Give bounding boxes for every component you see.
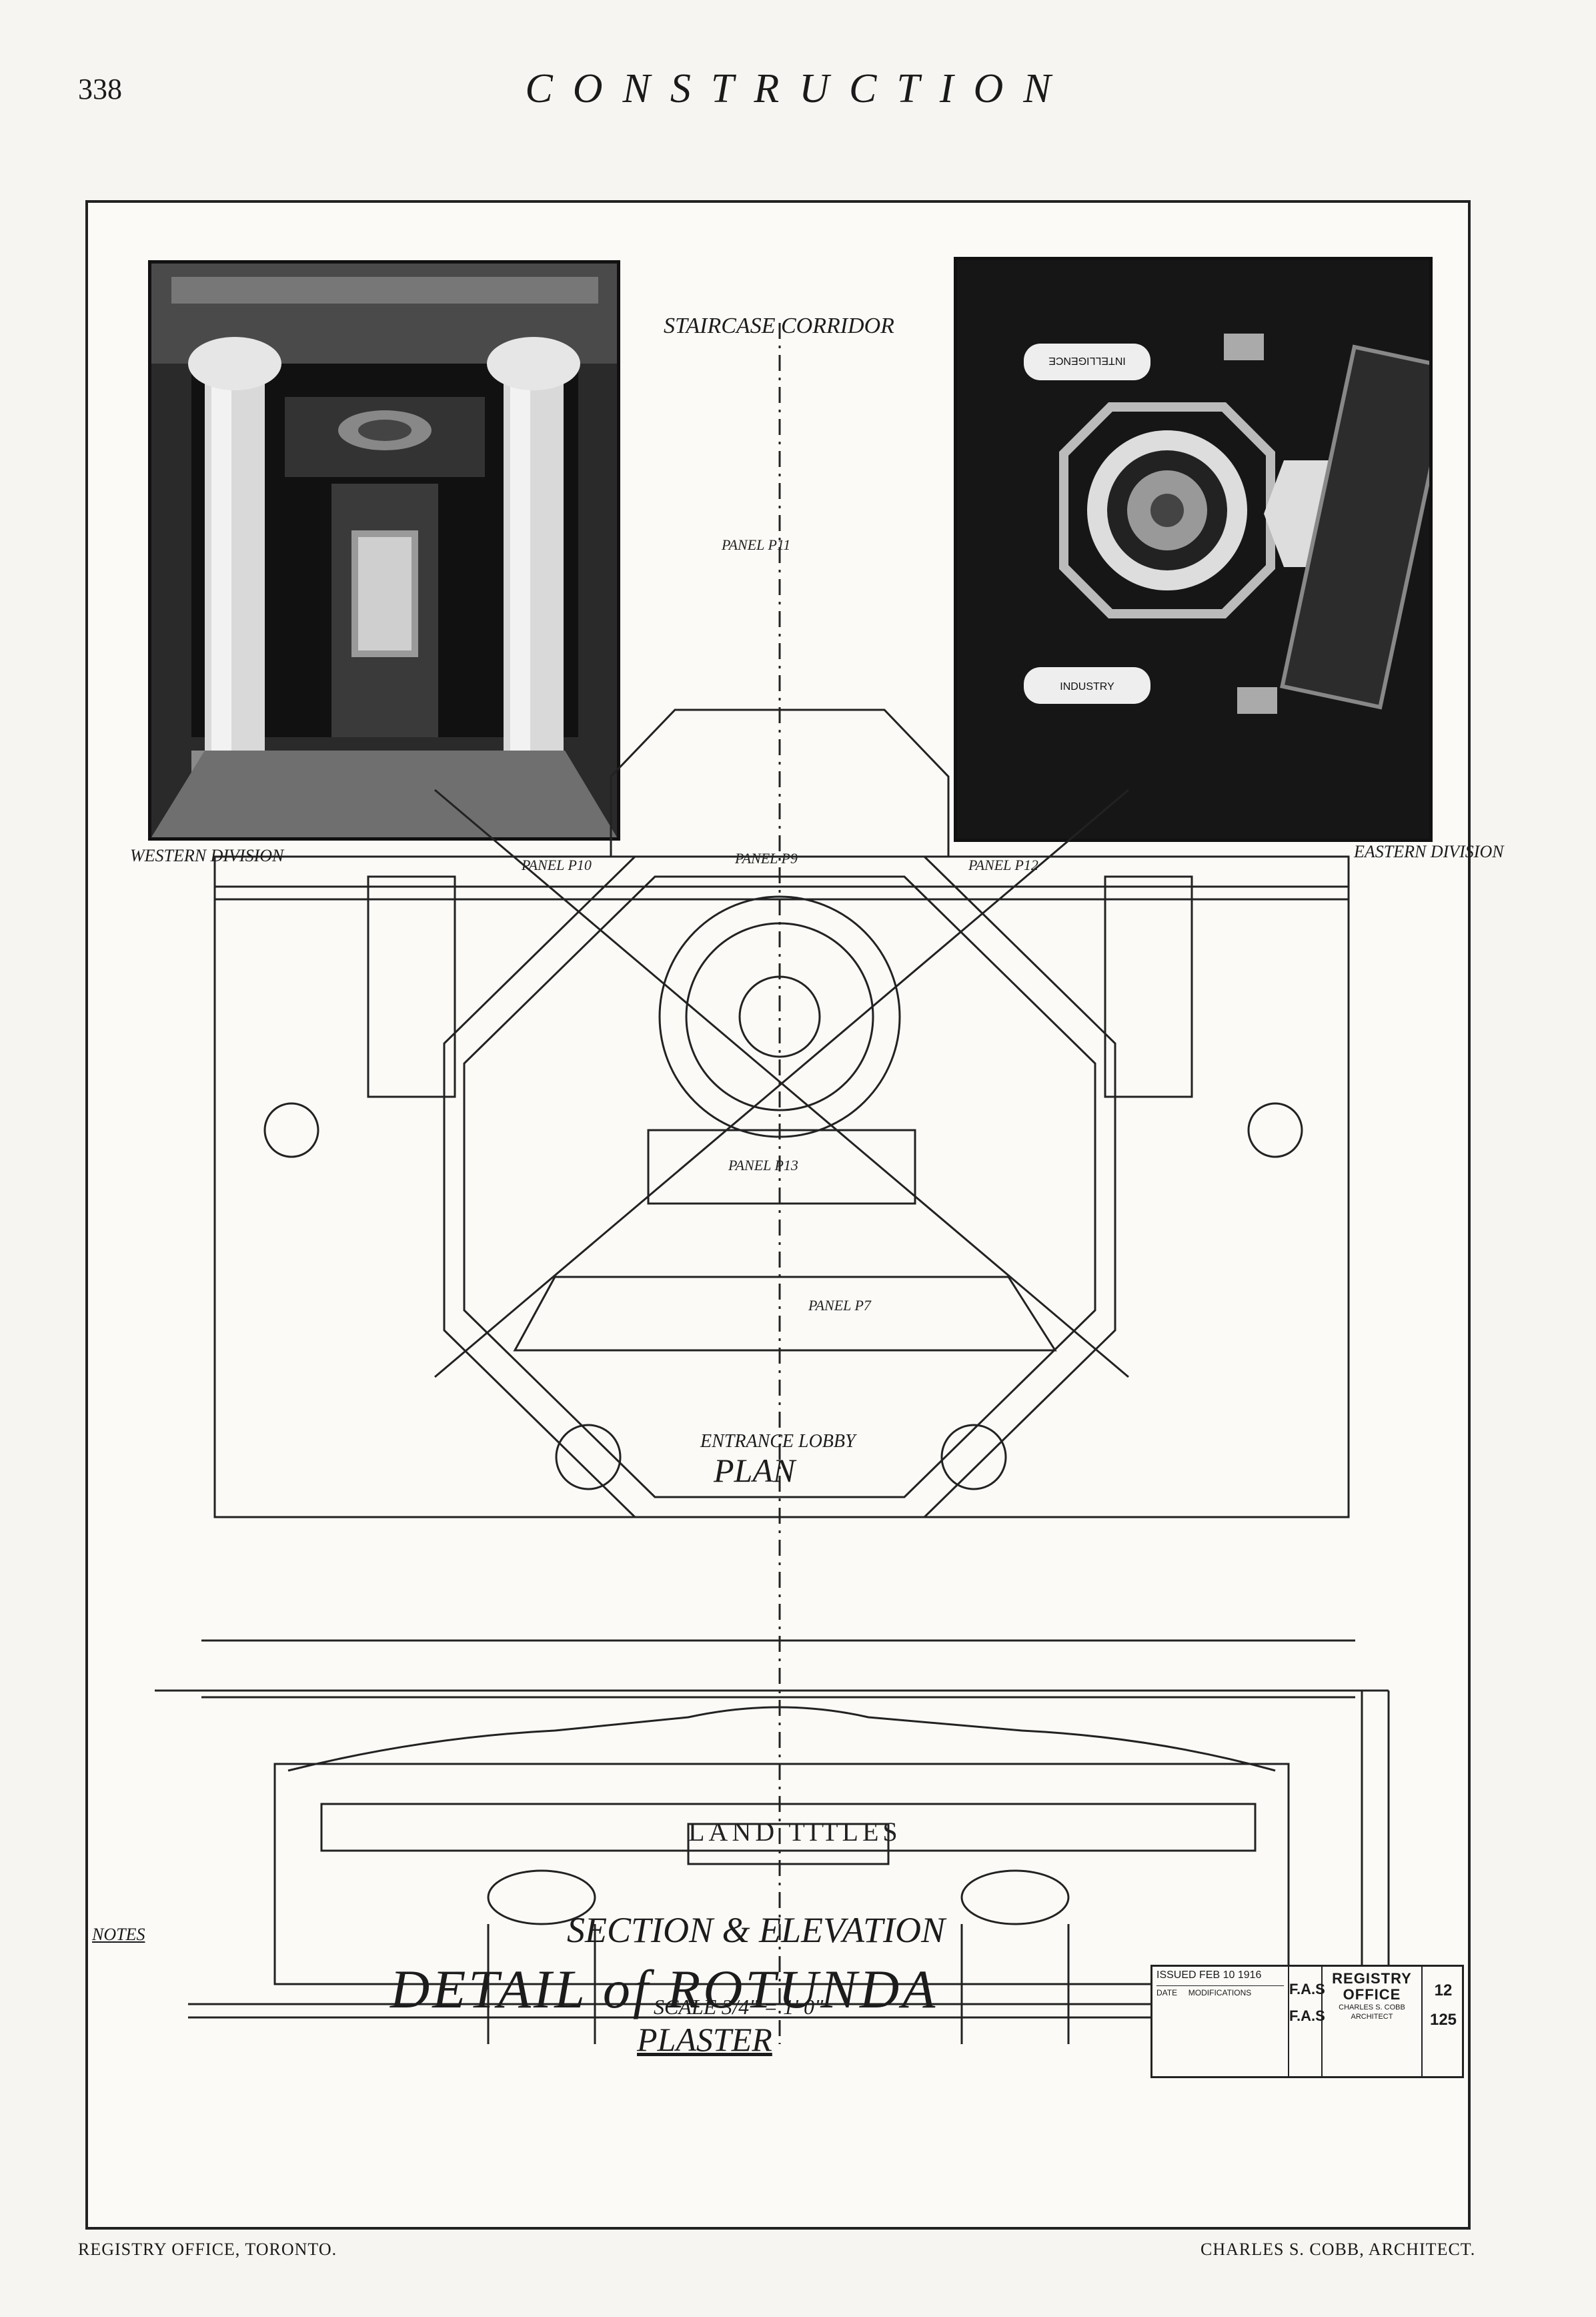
corridor-photograph: [148, 260, 620, 841]
panel-label: PANEL P13: [728, 1157, 798, 1174]
sheet-number: 12: [1434, 1981, 1453, 1999]
staircase-corridor-label: STAIRCASE CORRIDOR: [664, 314, 894, 338]
footer-architect-credit: CHARLES S. COBB, ARCHITECT.: [1201, 2240, 1476, 2259]
job-number: 125: [1429, 2011, 1457, 2029]
notes-block: NOTES: [92, 1925, 379, 1944]
corridor-photo-image: [151, 264, 617, 837]
office-name-line2: OFFICE: [1343, 1986, 1401, 2003]
ceiling-photograph: INTELLIGENCE INDUSTRY: [954, 257, 1433, 842]
sheet-column: 12 125: [1423, 1967, 1464, 2076]
drawn-by-initials: F.A.S: [1289, 1981, 1325, 1997]
architect-credit: CHARLES S. COBB ARCHITECT: [1339, 2003, 1405, 2021]
entrance-lobby-label: ENTRANCE LOBBY: [700, 1431, 856, 1452]
page-number: 338: [78, 73, 122, 105]
section-elevation-title: SECTION & ELEVATION: [567, 1910, 946, 1950]
land-titles-inscription: LAND TITLES: [688, 1817, 902, 1847]
plan-title: PLAN: [714, 1452, 796, 1489]
office-name-line1: REGISTRY: [1332, 1970, 1412, 1987]
panel-label: PANEL P11: [721, 536, 790, 553]
issued-date: ISSUED FEB 10 1916: [1156, 1969, 1262, 1981]
detail-title: DETAIL of ROTUNDA: [390, 1959, 938, 2019]
initials-column: F.A.S F.A.S: [1289, 1967, 1325, 2076]
modifications-column-header: MODIFICATIONS: [1188, 1988, 1252, 1997]
checked-by-initials: F.A.S: [1289, 2007, 1325, 2024]
intelligence-panel-text: INTELLIGENCE: [1048, 355, 1126, 366]
issued-column: ISSUED FEB 10 1916 DATE MODIFICATIONS: [1152, 1967, 1289, 2076]
footer-project-credit: REGISTRY OFFICE, TORONTO.: [78, 2240, 337, 2259]
title-block: ISSUED FEB 10 1916 DATE MODIFICATIONS F.…: [1150, 1965, 1464, 2078]
panel-label: PANEL P7: [808, 1297, 872, 1314]
panel-label: PANEL P10: [521, 857, 592, 873]
office-column: REGISTRY OFFICE CHARLES S. COBB ARCHITEC…: [1323, 1967, 1423, 2076]
panel-label: PANEL P12: [968, 857, 1038, 873]
eastern-division-label: EASTERN DIVISION: [1354, 842, 1504, 861]
western-division-label: WESTERN DIVISION: [130, 846, 284, 865]
scale-label: SCALE 3/4" = 1' 0": [654, 1995, 824, 2019]
plaster-label: PLASTER: [637, 2021, 772, 2058]
date-column-header: DATE: [1156, 1988, 1178, 1997]
panel-label: PANEL P9: [734, 850, 798, 867]
ceiling-photo-image: INTELLIGENCE INDUSTRY: [957, 260, 1429, 839]
industry-panel-text: INDUSTRY: [1060, 681, 1114, 692]
notes-title: NOTES: [92, 1925, 145, 1944]
running-head: CONSTRUCTION: [525, 66, 1071, 111]
